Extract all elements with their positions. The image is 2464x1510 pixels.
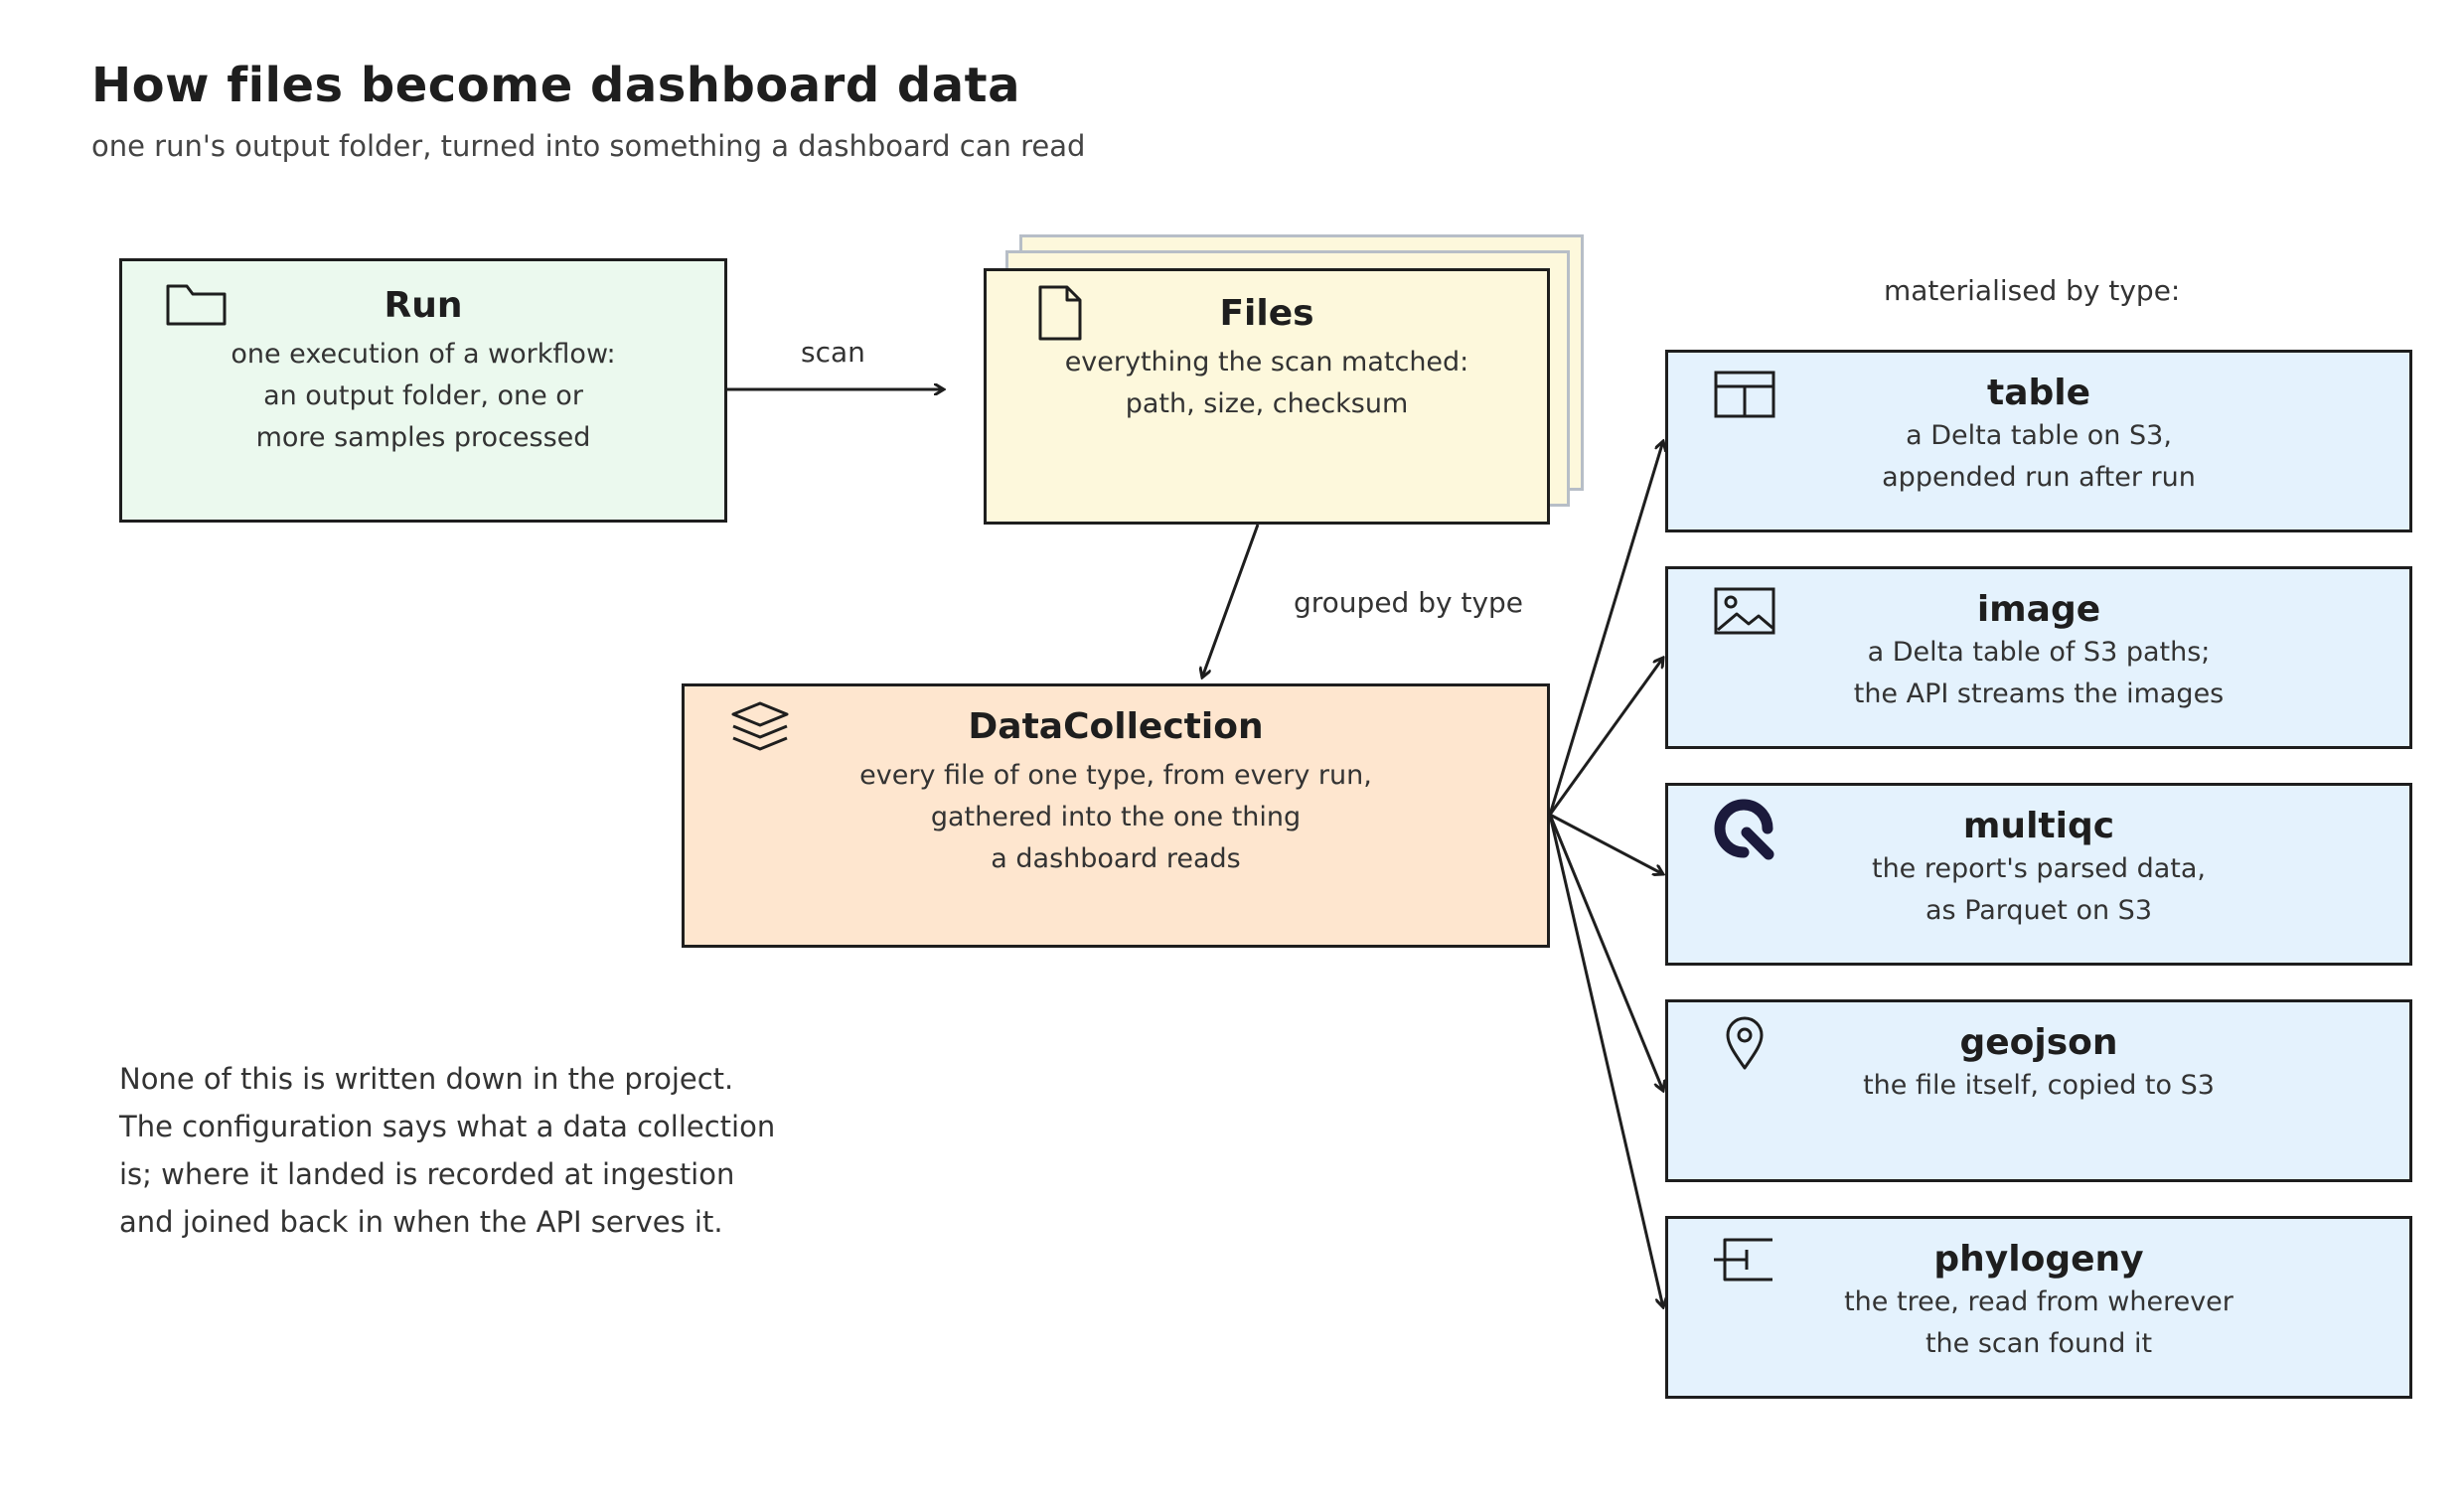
type-desc-table: a Delta table on S3, appended run after … [1882,420,2196,493]
type-name-image: image [1976,589,2101,630]
type-name-geojson: geojson [1959,1022,2118,1063]
arrow-files-to-datacollection [1202,524,1260,678]
image-icon [1714,587,1775,635]
page-subtitle: one run's output folder, turned into som… [91,129,1086,163]
tree-icon [1714,1238,1772,1282]
type-desc-multiqc: the report's parsed data, as Parquet on … [1871,853,2206,926]
folder-icon [166,284,227,326]
arrow-to-multiqc [1549,813,1663,874]
type-desc-phylogeny: the tree, read from wherever the scan fo… [1844,1286,2233,1359]
type-box-image: image a Delta table of S3 paths; the API… [1665,566,2412,749]
table-icon [1714,371,1775,418]
datacollection-node-name: DataCollection [968,706,1264,747]
type-box-table: table a Delta table on S3, appended run … [1665,350,2412,532]
files-node-desc: everything the scan matched: path, size,… [1064,347,1469,419]
arrow-to-image [1548,658,1663,816]
page-title: How files become dashboard data [91,58,1020,113]
type-box-multiqc: multiqc the report's parsed data, as Par… [1665,783,2412,966]
files-node: Files everything the scan matched: path,… [984,268,1550,525]
type-name-table: table [1986,373,2091,413]
layers-icon [731,701,789,751]
multiqc-logo-icon [1714,799,1774,860]
file-icon [1038,285,1082,341]
map-pin-icon [1726,1016,1764,1070]
run-node-name: Run [384,285,463,326]
type-name-phylogeny: phylogeny [1933,1239,2144,1280]
footnote: None of this is written down in the proj… [119,1062,776,1239]
arrow-to-geojson [1548,814,1663,1091]
arrow-to-phylogeny [1548,814,1663,1307]
edge-label-grouped: grouped by type [1294,586,1524,619]
files-node-name: Files [1219,293,1314,334]
datacollection-node-desc: every file of one type, from every run, … [859,760,1372,874]
type-box-geojson: geojson the file itself, copied to S3 [1665,999,2412,1182]
type-desc-geojson: the file itself, copied to S3 [1863,1070,2215,1101]
edge-label-scan: scan [801,336,865,369]
arrow-to-table [1548,441,1663,816]
type-desc-image: a Delta table of S3 paths; the API strea… [1853,637,2225,709]
run-node-desc: one execution of a workflow: an output f… [231,339,616,453]
datacollection-node: DataCollection every file of one type, f… [682,683,1550,948]
type-name-multiqc: multiqc [1962,806,2115,846]
run-node: Run one execution of a workflow: an outp… [119,258,727,523]
edge-label-materialised: materialised by type: [1884,274,2181,307]
